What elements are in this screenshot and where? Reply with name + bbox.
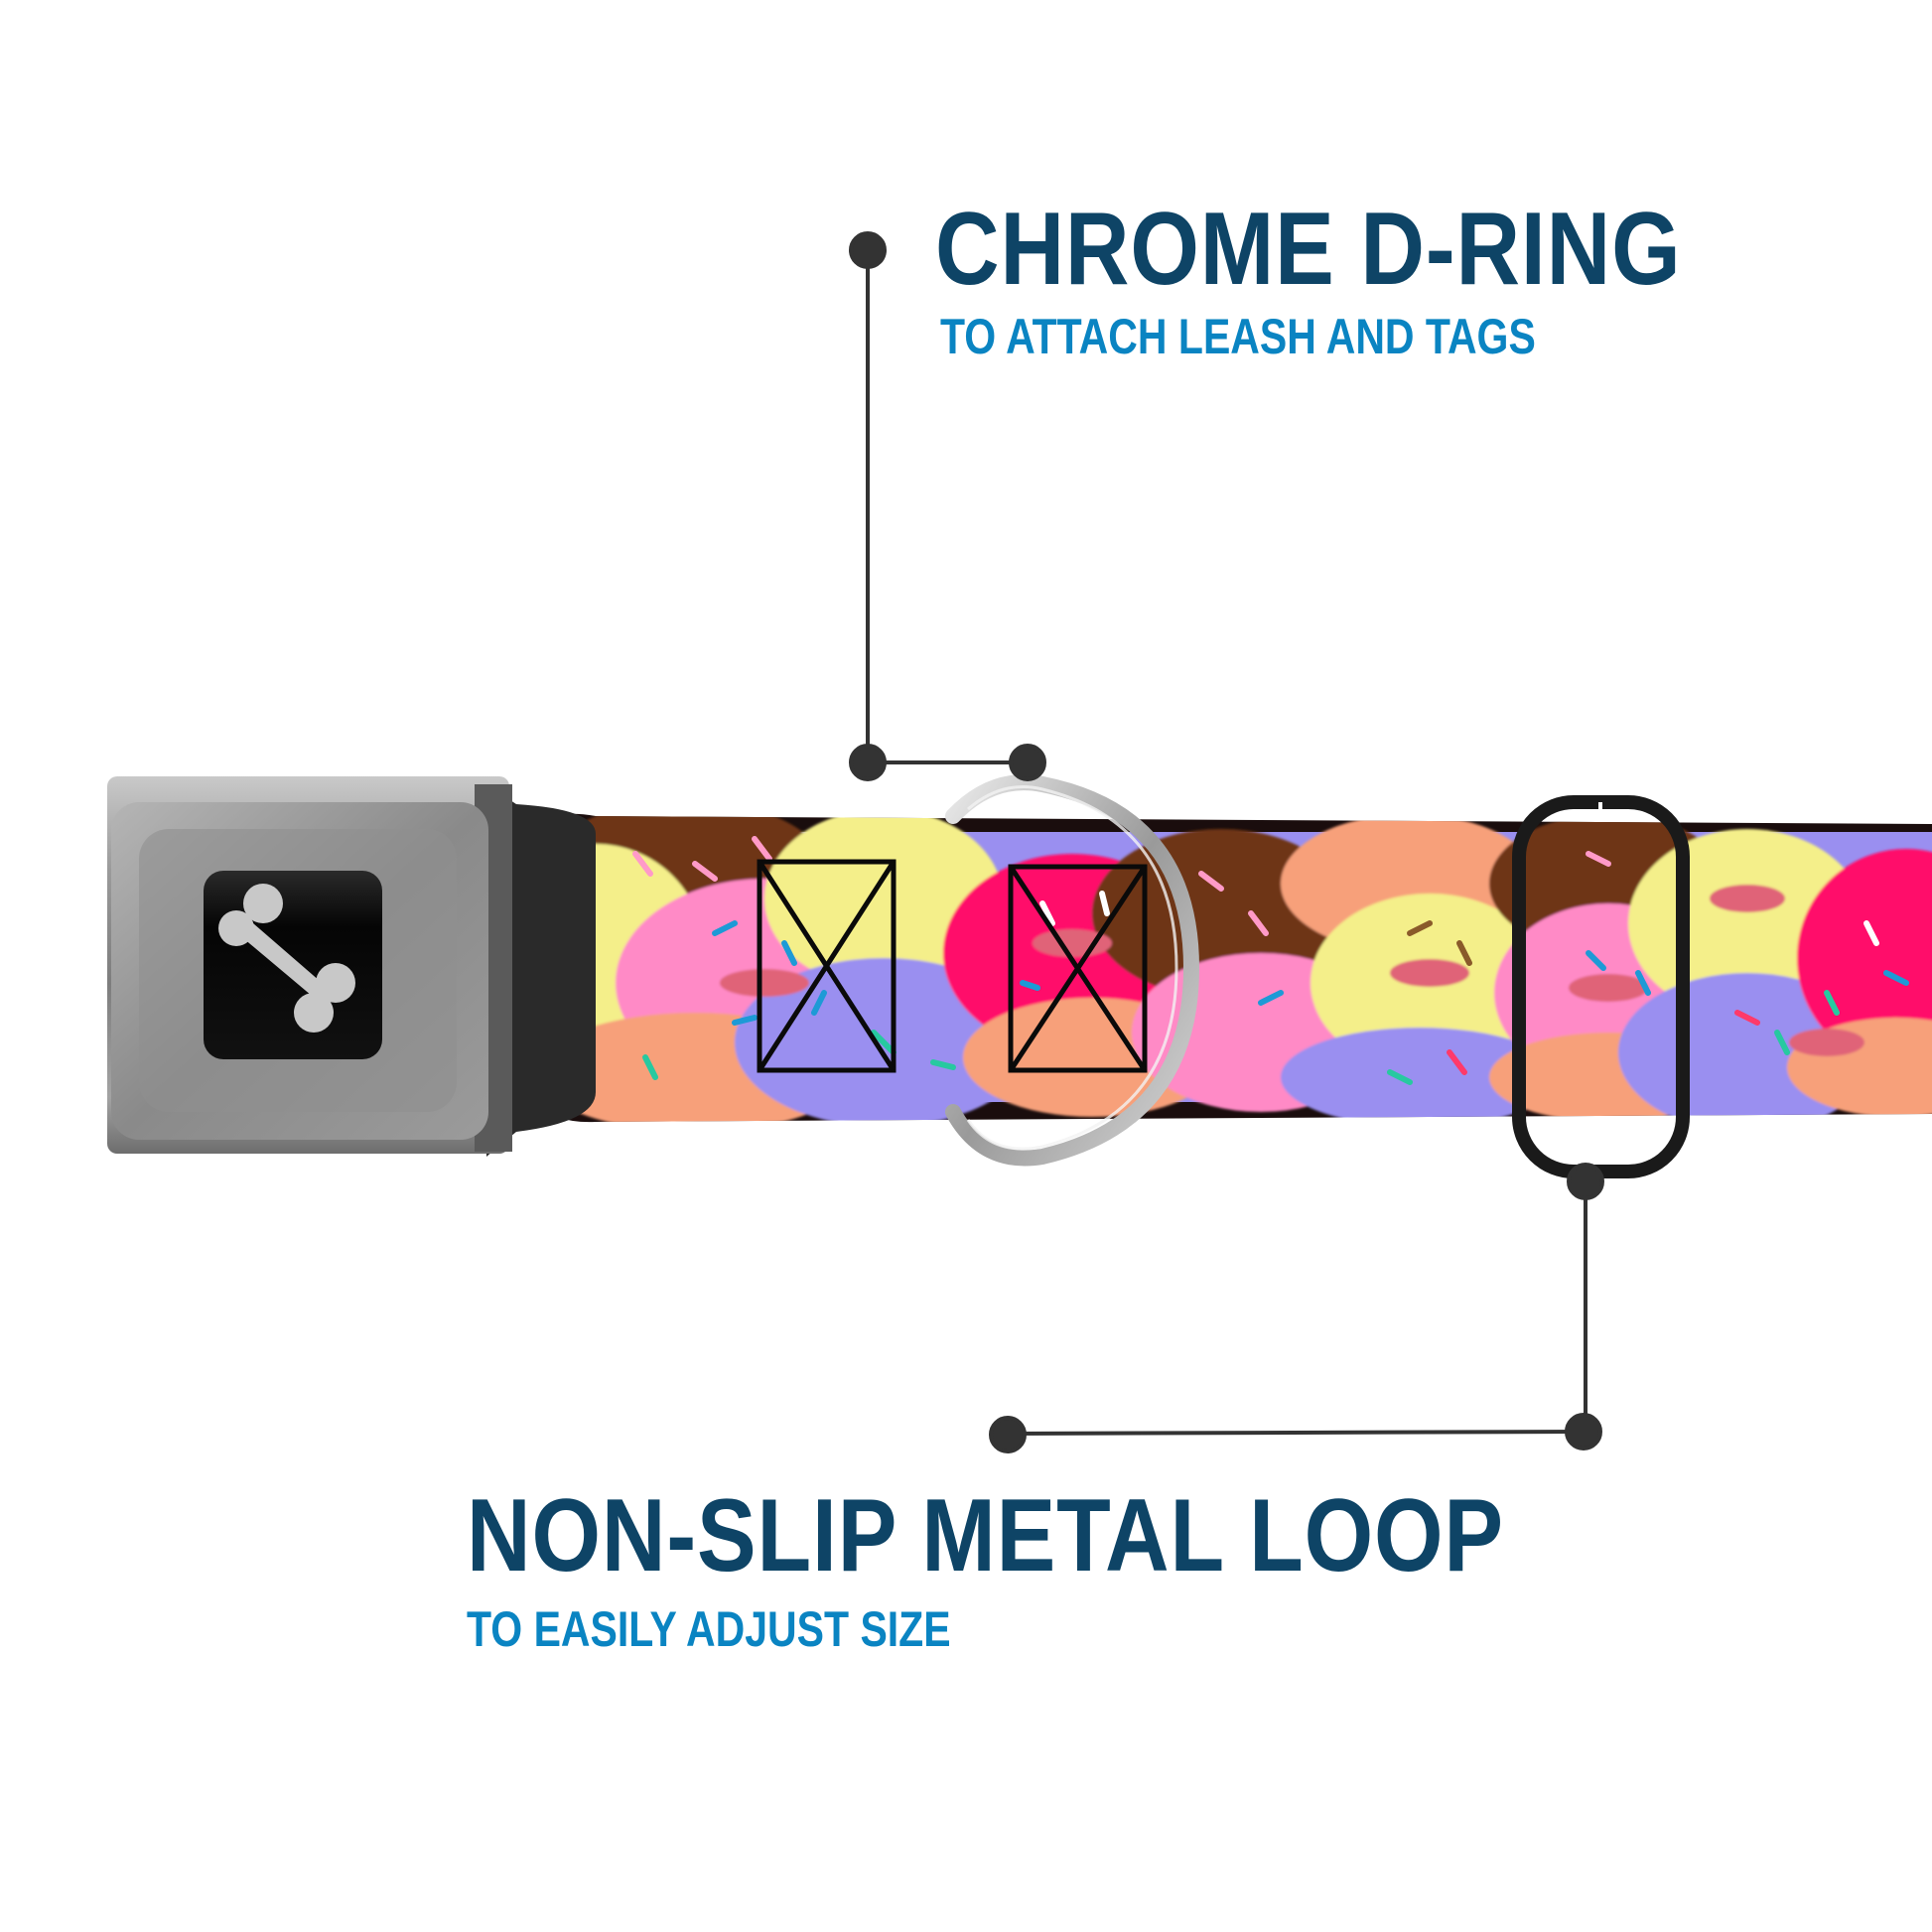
callout-subtitle-metal-loop: TO EASILY ADJUST SIZE — [467, 1601, 951, 1657]
connector-metal-loop — [989, 1163, 1604, 1453]
bone-icon — [218, 884, 355, 1033]
collar-webbing — [531, 813, 1932, 1123]
callout-title-chrome-d-ring: CHROME D-RING — [935, 192, 1682, 307]
connector-d-ring — [849, 231, 1046, 781]
chrome-d-ring — [945, 774, 1200, 1167]
callout-subtitle-chrome-d-ring: TO ATTACH LEASH AND TAGS — [940, 309, 1536, 364]
seatbelt-buckle — [107, 776, 596, 1157]
callout-title-metal-loop: NON-SLIP METAL LOOP — [467, 1478, 1504, 1593]
